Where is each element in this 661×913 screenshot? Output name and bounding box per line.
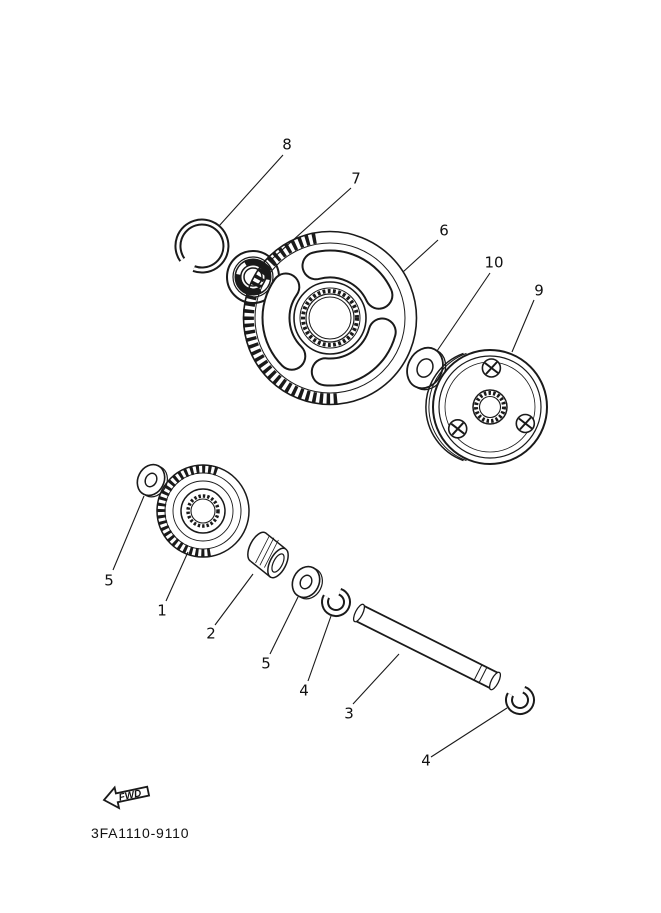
shaft-groove-2 [478, 667, 488, 683]
callout-8: 8 [282, 135, 292, 154]
leader-line-5-left [112, 495, 145, 571]
callout-4-front: 4 [299, 681, 309, 700]
e-clip-fill [507, 687, 533, 713]
washer-part-5-left [136, 463, 168, 498]
callout-5-left: 5 [104, 571, 114, 590]
gear1-outer-rim [156, 464, 250, 558]
leader-line-8 [218, 154, 284, 227]
fwd-arrow-icon: FWD [102, 785, 151, 810]
screw-slot-2 [485, 361, 498, 375]
housing-ring-outer [438, 355, 542, 459]
leader-line-7 [271, 187, 352, 260]
gear6-bore-inner [308, 296, 352, 340]
callout-3: 3 [344, 704, 354, 723]
starter-clutch-gear-part-6 [242, 230, 418, 406]
shaft-front-face [352, 603, 366, 623]
gear1-spline-bore [186, 494, 220, 528]
diagram-part-code: 3FA1110-9110 [91, 825, 190, 841]
bushing-hatch-2 [259, 537, 275, 566]
housing-center-boss [472, 389, 508, 425]
washer5l-hole [144, 472, 158, 488]
gear1-hub [180, 488, 226, 534]
shaft-body [355, 606, 499, 688]
washer10-hole [416, 358, 434, 378]
leader-line-2 [214, 573, 254, 626]
screw-slot-2 [451, 422, 465, 436]
gear6-tooth-root [254, 242, 406, 394]
callout-9: 9 [534, 281, 544, 300]
leader-line-4-front [307, 615, 332, 682]
screw-icon-left [447, 418, 468, 439]
leader-line-6 [402, 239, 439, 273]
bushing-hatch-1 [255, 535, 270, 564]
gear1-bore [190, 498, 216, 524]
housing-depth-arc-1 [425, 352, 464, 462]
gear6-slot-top-fill [303, 251, 392, 308]
leader-line-4-end [430, 707, 508, 758]
housing-bore [478, 395, 502, 419]
callout-2: 2 [206, 624, 216, 643]
gear6-hub-ring [299, 287, 361, 349]
gear6-slot-left-fill [263, 274, 305, 369]
leader-line-5-right [269, 596, 299, 655]
gear6-bore [305, 293, 355, 343]
shaft-end-face [488, 671, 502, 691]
bushing-part-2 [247, 531, 289, 579]
leader-lines [112, 154, 535, 758]
callout-5-right: 5 [261, 654, 271, 673]
circlip-inner-white [176, 220, 228, 272]
circlip-part-8 [174, 218, 230, 274]
callout-1: 1 [157, 601, 167, 620]
gear6-teeth [242, 232, 338, 405]
bushing-top-edge [264, 532, 286, 550]
screw-icon-top [481, 358, 502, 378]
bushing-hatch-3 [264, 539, 279, 568]
starter-clutch-housing-part-9 [425, 349, 548, 465]
e-clip-part-4-end [505, 685, 535, 715]
washer5r-face [291, 565, 321, 599]
washer5l-face [136, 463, 166, 497]
shaft-part-3 [352, 603, 502, 691]
leader-line-3 [352, 653, 400, 705]
washer5r-hole [299, 574, 313, 590]
callout-10: 10 [484, 253, 504, 272]
housing-spline-bore [474, 391, 506, 423]
callout-6: 6 [439, 221, 449, 240]
bearing-highlight-1 [236, 262, 247, 275]
fwd-arrow-shape [102, 785, 151, 810]
leader-line-10 [436, 272, 491, 352]
screw-icon-right [515, 413, 536, 434]
gear1-tooth-root [164, 472, 242, 550]
bushing-bore [271, 553, 285, 573]
bearing-highlight-2 [259, 279, 270, 292]
gear6-spline-bore [301, 289, 359, 347]
bushing-bottom-edge [250, 560, 272, 578]
e-clip-fill [323, 589, 349, 615]
shaft-groove-1 [473, 665, 483, 680]
housing-depth-arc-2 [428, 352, 467, 462]
drive-gear-part-1 [156, 464, 250, 558]
leader-line-9 [511, 299, 535, 353]
leader-line-1 [165, 551, 189, 602]
bushing-front-face [267, 547, 289, 579]
gear6-slot-right-fill [312, 319, 395, 385]
washer-part-5-right [291, 565, 323, 600]
screw-slot-2 [519, 416, 532, 431]
gear6-outer-rim [242, 230, 418, 406]
callout-7: 7 [351, 169, 361, 188]
fwd-label: FWD [118, 788, 143, 803]
callout-4-end: 4 [421, 751, 431, 770]
e-clip-part-4-front [321, 587, 351, 617]
